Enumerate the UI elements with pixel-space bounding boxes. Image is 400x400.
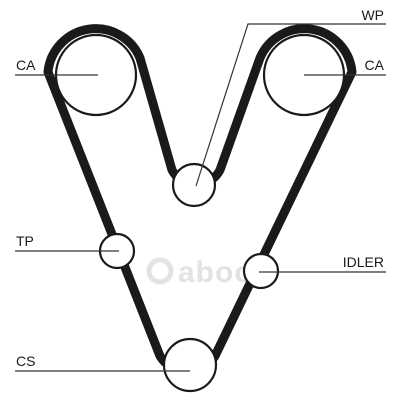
label-wp: WP bbox=[361, 7, 384, 23]
pulley-idler bbox=[242, 252, 280, 290]
pulley-cs bbox=[162, 337, 218, 393]
label-idler: IDLER bbox=[343, 254, 384, 270]
label-ca-left: CA bbox=[16, 57, 36, 73]
label-cs: CS bbox=[16, 353, 35, 369]
label-ca-right: CA bbox=[365, 57, 385, 73]
watermark-text: aboo bbox=[178, 256, 254, 289]
pulley-wp bbox=[171, 162, 217, 208]
label-tp: TP bbox=[16, 233, 34, 249]
watermark: aboo bbox=[146, 256, 254, 289]
watermark-logo-icon bbox=[146, 257, 174, 285]
leader-lines bbox=[15, 23, 386, 372]
leader-line-wp bbox=[195, 23, 386, 187]
